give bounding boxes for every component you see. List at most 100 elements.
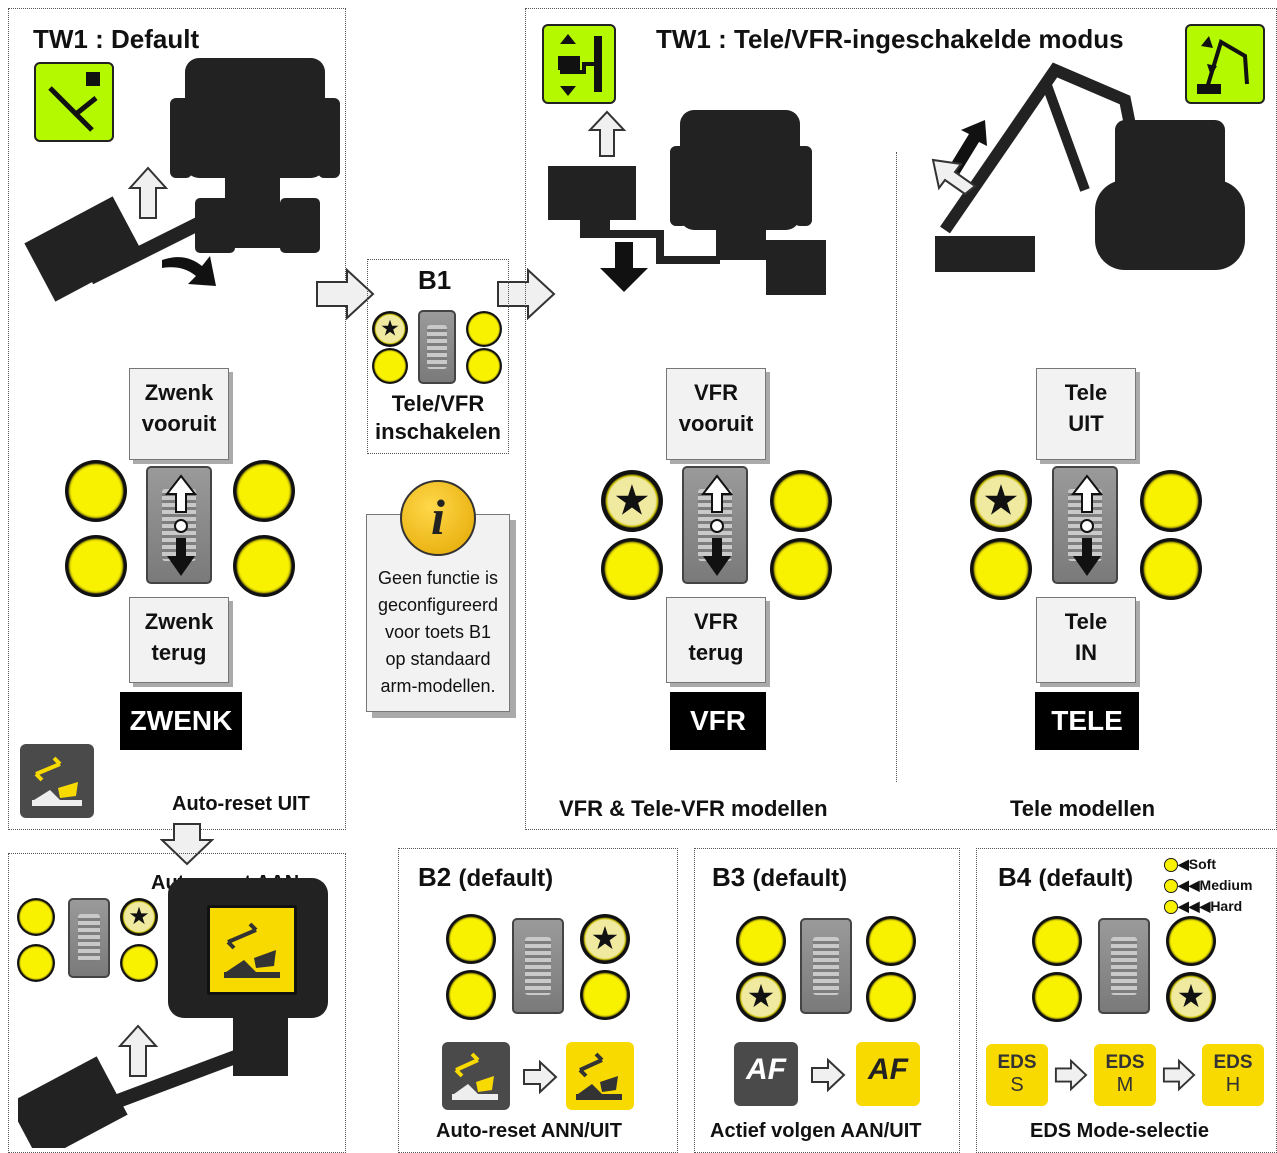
joystick-rocker[interactable] <box>1052 466 1118 584</box>
right-arrow-icon <box>811 1058 846 1092</box>
right-arrow-icon <box>1162 1058 1196 1092</box>
info-icon: i <box>400 480 476 556</box>
vfr-star-button[interactable] <box>601 470 663 532</box>
eds-top: EDS <box>997 1052 1037 1073</box>
legend-dot <box>1164 858 1178 873</box>
eds-bottom: H <box>1225 1074 1241 1096</box>
button-right-top-star[interactable] <box>120 898 158 936</box>
mode-zwenk: ZWENK <box>120 692 242 750</box>
info-line: Geen functie is <box>377 568 499 588</box>
b2-caption: Auto-reset ANN/UIT <box>436 1120 622 1142</box>
tractor-top-view-default <box>24 58 340 302</box>
joystick-grip <box>812 936 840 996</box>
label-line: Tele <box>1064 380 1108 405</box>
b3-title-main: B3 <box>712 862 746 892</box>
button-right-bottom[interactable] <box>770 538 832 600</box>
button-right-bottom[interactable] <box>1140 538 1202 600</box>
label-line: IN <box>1075 640 1097 665</box>
tractor-side-view-tele <box>931 62 1245 272</box>
button-left-bottom[interactable] <box>446 970 496 1020</box>
legend-label: Soft <box>1188 856 1216 872</box>
button-right-top[interactable] <box>466 311 502 347</box>
button-right-bottom[interactable] <box>580 970 630 1020</box>
b4-caption: EDS Mode-selectie <box>1030 1120 1209 1142</box>
eds-top: EDS <box>1213 1052 1253 1073</box>
button-left-bottom[interactable] <box>1032 972 1082 1022</box>
swing-back-label: Zwenk terug <box>129 597 229 683</box>
button-left-top[interactable] <box>65 460 127 522</box>
joystick-rocker[interactable] <box>1098 918 1150 1014</box>
b2-star-button[interactable] <box>580 914 630 964</box>
vfr-mode-icon <box>542 24 616 104</box>
mode-tele: TELE <box>1035 692 1139 750</box>
label-line: vooruit <box>141 411 217 436</box>
legend-arrow: ◀ <box>1178 856 1189 872</box>
button-right-top[interactable] <box>233 460 295 522</box>
button-right-top[interactable] <box>1140 470 1202 532</box>
b3-star-button[interactable] <box>736 972 786 1022</box>
b1-title: B1 <box>418 265 452 295</box>
button-left-top[interactable] <box>446 914 496 964</box>
button-left-bottom[interactable] <box>372 348 408 384</box>
info-line: op standaard <box>385 649 491 669</box>
joystick-rocker[interactable] <box>68 898 110 978</box>
joystick-rocker[interactable] <box>418 310 456 384</box>
legend-hard: ◀◀◀Hard <box>1164 896 1252 917</box>
button-left-top[interactable] <box>736 916 786 966</box>
joystick-rocker[interactable] <box>682 466 748 584</box>
af-text: AF <box>746 1053 786 1086</box>
b1-star-button[interactable] <box>372 311 408 347</box>
auto-reset-off-icon <box>442 1042 510 1110</box>
joystick-rocker[interactable] <box>146 466 212 584</box>
label-line: Zwenk <box>144 609 214 634</box>
joystick-grip <box>78 913 100 963</box>
tele-star-button[interactable] <box>970 470 1032 532</box>
b2-title-sub: (default) <box>458 865 554 892</box>
label-line: VFR <box>694 609 738 634</box>
button-left-bottom[interactable] <box>65 535 127 597</box>
tele-models-label: Tele modellen <box>1010 796 1156 821</box>
legend-soft: ◀Soft <box>1164 854 1252 875</box>
legend-dot <box>1164 879 1178 894</box>
eds-legend: ◀Soft ◀◀Medium ◀◀◀Hard <box>1164 854 1252 917</box>
right-arrow-icon <box>497 268 556 320</box>
swing-mode-icon <box>34 62 114 142</box>
button-right-bottom[interactable] <box>120 944 158 982</box>
button-left-bottom[interactable] <box>601 538 663 600</box>
legend-dot <box>1164 900 1178 915</box>
joystick-grip <box>524 936 552 996</box>
button-left-bottom[interactable] <box>970 538 1032 600</box>
legend-arrow: ◀◀◀ <box>1178 898 1211 914</box>
button-right-bottom[interactable] <box>233 535 295 597</box>
button-right-bottom[interactable] <box>466 348 502 384</box>
button-right-top[interactable] <box>1166 916 1216 966</box>
up-down-arrows-icon <box>701 474 733 576</box>
caption-line: inschakelen <box>375 419 501 444</box>
label-line: terug <box>688 640 744 665</box>
auto-reset-on-icon <box>207 905 297 995</box>
button-right-top[interactable] <box>770 470 832 532</box>
legend-label: Medium <box>1199 877 1253 893</box>
b4-title-main: B4 <box>998 862 1032 892</box>
joystick-rocker[interactable] <box>800 918 852 1014</box>
active-follow-off-icon: AF <box>734 1042 798 1106</box>
button-left-bottom[interactable] <box>17 944 55 982</box>
button-right-bottom[interactable] <box>866 972 916 1022</box>
button-left-top[interactable] <box>1032 916 1082 966</box>
b1-panel <box>367 259 509 454</box>
button-left-top[interactable] <box>17 898 55 936</box>
b2-title: B2 (default) <box>418 862 553 893</box>
vfr-back-label: VFR terug <box>666 597 766 683</box>
info-line: voor toets B1 <box>384 622 492 642</box>
auto-reset-off-label: Auto-reset UIT <box>172 793 310 815</box>
label-line: terug <box>151 640 207 665</box>
b4-star-button[interactable] <box>1166 972 1216 1022</box>
button-right-top[interactable] <box>866 916 916 966</box>
joystick-rocker[interactable] <box>512 918 564 1014</box>
